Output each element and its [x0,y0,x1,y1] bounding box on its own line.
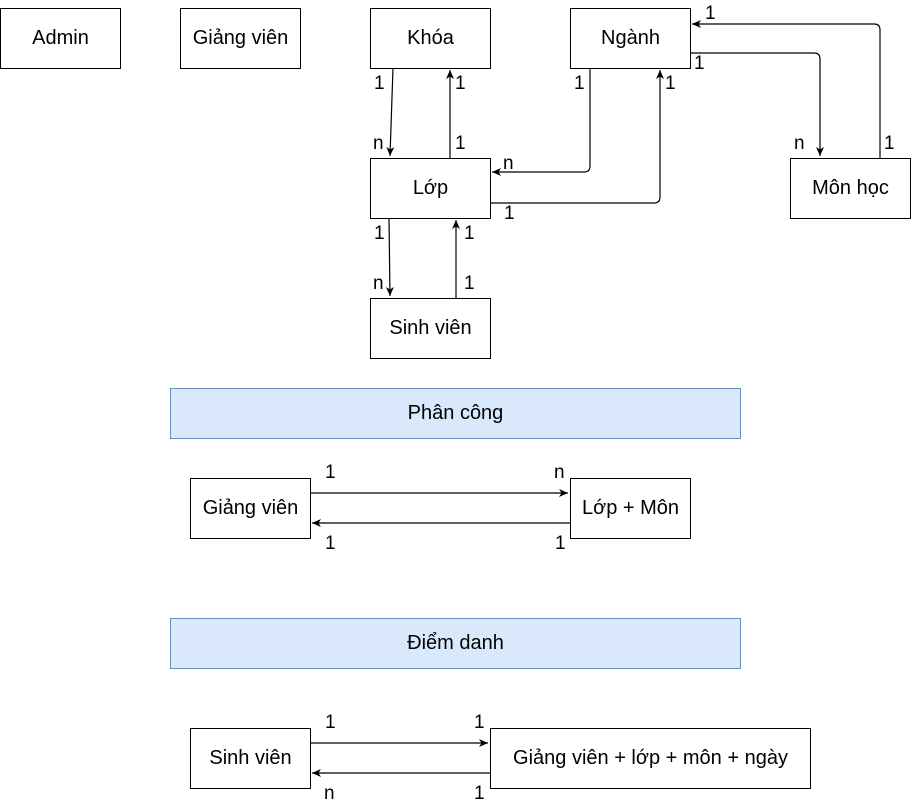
section-phan-cong: Phân công [170,388,741,439]
cardinality-label: 1 [325,462,336,483]
cardinality-label: n [503,153,514,174]
cardinality-label: 1 [474,712,485,733]
cardinality-label: n [324,783,335,804]
entity-lop[interactable]: Lớp [370,158,491,219]
entity-sinh-vien-diem-danh[interactable]: Sinh viên [190,728,311,789]
cardinality-label: 1 [884,133,895,154]
cardinality-label: n [373,273,384,294]
monhoc-to-nganh-connector [692,20,881,158]
khoa-to-lop-connector [386,67,395,157]
cardinality-label: 1 [555,533,566,554]
cardinality-label: n [373,133,384,154]
entity-khoa[interactable]: Khóa [370,8,491,69]
entity-sinh-vien[interactable]: Sinh viên [370,298,491,359]
entity-giang-vien-phan-cong[interactable]: Giảng viên [190,478,311,539]
cardinality-label: 1 [374,73,385,94]
cardinality-label: 1 [474,783,485,804]
section-diem-danh: Điểm danh [170,618,741,669]
cardinality-label: 1 [374,223,385,244]
lop-to-sinhvien-connector [385,217,394,297]
cardinality-label: 1 [325,712,336,733]
cardinality-label: 1 [325,533,336,554]
entity-nganh[interactable]: Ngành [570,8,691,69]
nganh-to-lop-connector [492,68,591,176]
lop-to-nganh-connector [490,70,664,204]
cardinality-label: 1 [504,203,515,224]
cardinality-label: 1 [464,273,475,294]
entity-giang-vien-lop-mon-ngay[interactable]: Giảng viên + lớp + môn + ngày [490,728,811,789]
entity-admin[interactable]: Admin [0,8,121,69]
nganh-to-monhoc-connector [690,52,824,156]
cardinality-label: 1 [694,53,705,74]
cardinality-label: 1 [665,73,676,94]
entity-mon-hoc[interactable]: Môn học [790,158,911,219]
entity-giang-vien[interactable]: Giảng viên [180,8,301,69]
cardinality-label: 1 [455,133,466,154]
cardinality-label: n [794,133,805,154]
cardinality-label: n [554,462,565,483]
entity-lop-mon[interactable]: Lớp + Môn [570,478,691,539]
cardinality-label: 1 [705,3,716,24]
cardinality-label: 1 [464,223,475,244]
cardinality-label: 1 [574,73,585,94]
cardinality-label: 1 [455,73,466,94]
